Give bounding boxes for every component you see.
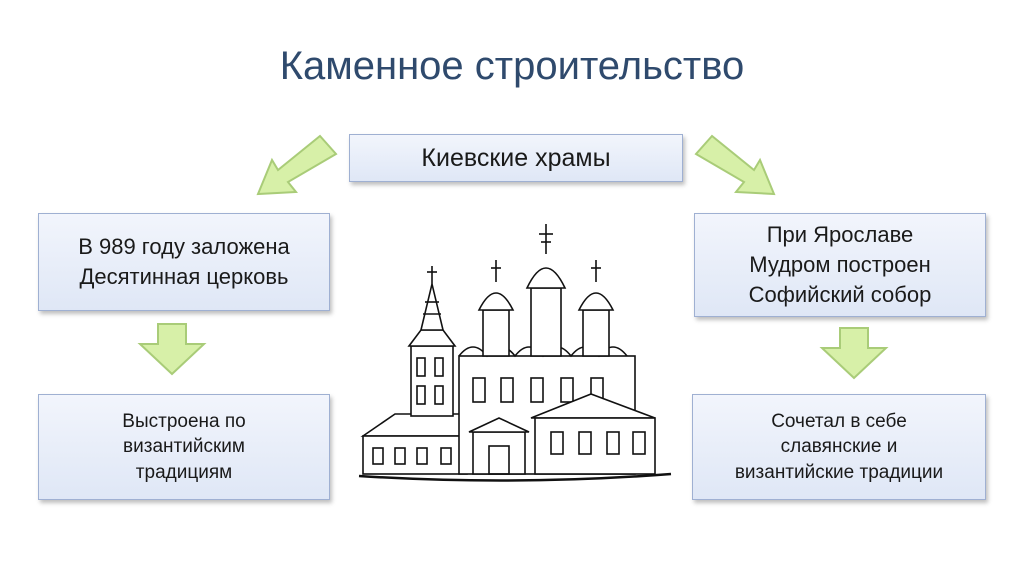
box-line: Софийский собор (748, 281, 932, 307)
box-line: Мудром построен (749, 252, 931, 278)
arrow-icon (819, 327, 889, 380)
box-line: византийские традиции (734, 461, 944, 483)
tithe-church-box: В 989 году заложена Десятинная церковь (38, 213, 330, 311)
kiev-temples-box: Киевские храмы (349, 134, 683, 182)
arrow-icon (137, 323, 207, 376)
box-line: византийским (123, 436, 245, 458)
box-line: традициям (135, 461, 233, 483)
arrow-icon (256, 134, 338, 196)
box-line: В 989 году заложена (78, 234, 290, 260)
byzantine-traditions-box: Выстроена по византийским традициям (38, 394, 330, 500)
kiev-temples-label: Киевские храмы (421, 143, 611, 172)
box-line: славянские и (780, 436, 898, 458)
combined-traditions-box: Сочетал в себе славянские и византийские… (692, 394, 986, 500)
page-title: Каменное строительство (279, 44, 745, 88)
box-line: Сочетал в себе (771, 410, 907, 432)
church-illustration (358, 224, 672, 482)
box-line: Выстроена по (122, 410, 246, 432)
box-line: Десятинная церковь (79, 264, 289, 289)
box-line: При Ярославе (766, 222, 914, 248)
arrow-icon (694, 134, 776, 196)
sophia-cathedral-box: При Ярославе Мудром построен Софийский с… (694, 213, 986, 317)
